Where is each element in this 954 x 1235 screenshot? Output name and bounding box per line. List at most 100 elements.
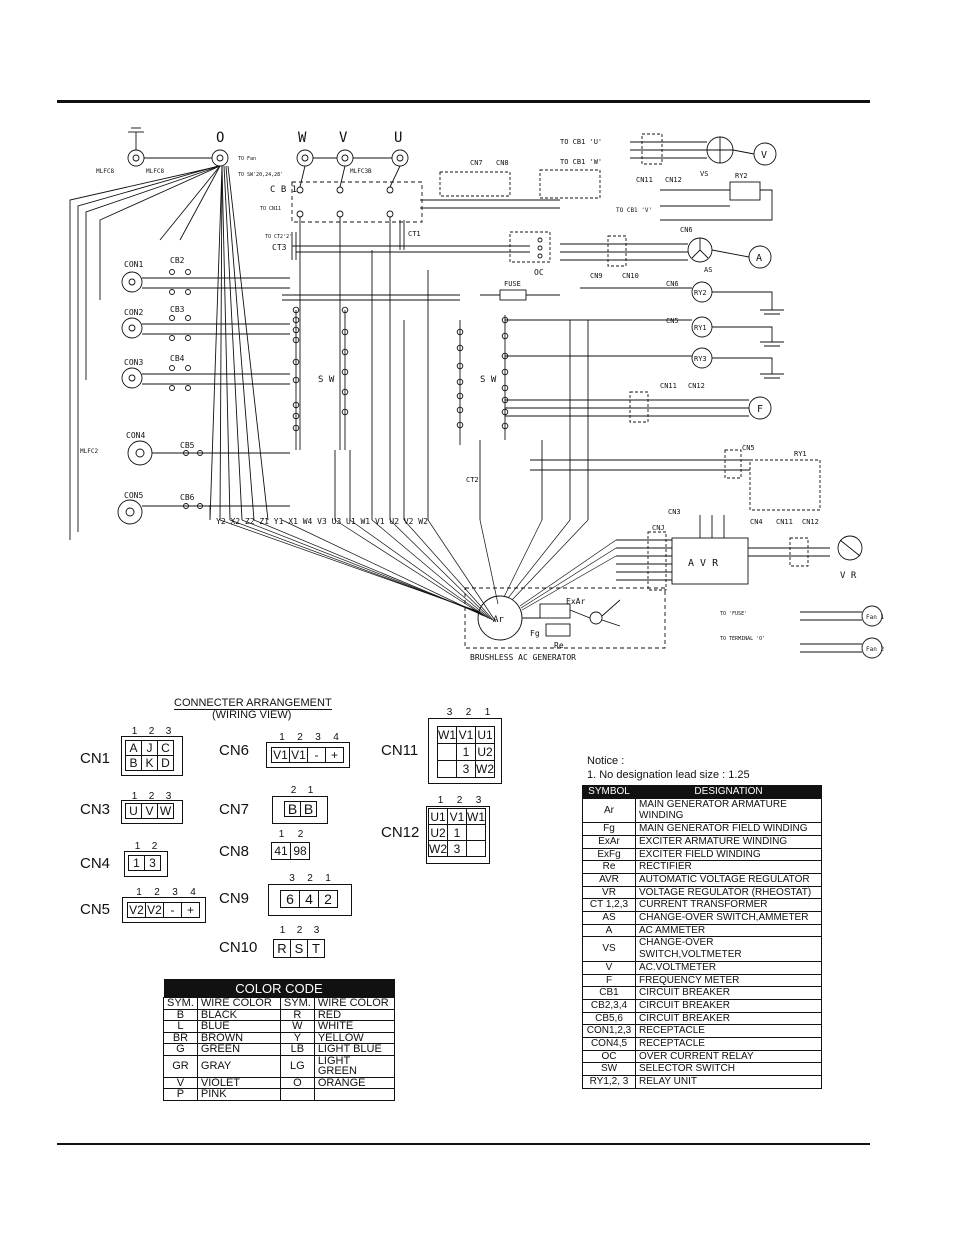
designation-header-designation: DESIGNATION — [635, 785, 822, 799]
cn4-cell: 1 — [128, 855, 145, 871]
label-cn10: CN10 — [622, 272, 639, 280]
cn7-housing — [272, 796, 328, 824]
cn11-name: CN11 — [381, 742, 419, 759]
cn10-cell: T — [307, 939, 325, 958]
top-rule — [57, 100, 870, 103]
cn9-housing — [268, 884, 352, 916]
designation-symbol: AVR — [582, 872, 636, 887]
designation-symbol: CB2,3,4 — [582, 998, 636, 1013]
cn1-name: CN1 — [80, 750, 111, 767]
designation-symbol: F — [582, 973, 636, 988]
cn6-cell: V1 — [271, 747, 290, 763]
designation-text: CIRCUIT BREAKER — [635, 1011, 822, 1026]
cn11-cell — [437, 743, 457, 761]
designation-text: AC.VOLTMETER — [635, 960, 822, 975]
terminal-u: U — [394, 130, 402, 146]
cn1-cell: C — [157, 740, 174, 756]
label-cnj: CNJ — [652, 524, 665, 532]
cn11-cell: U1 — [475, 726, 495, 744]
label-sw1: S W — [318, 375, 335, 385]
cn4-cell: 3 — [144, 855, 161, 871]
label-cn4: CN4 — [750, 518, 763, 526]
color-code-color: YELLOW — [313, 1031, 396, 1044]
designation-text: RELAY UNIT — [635, 1075, 822, 1089]
label-cb1: C B 1 — [270, 185, 297, 195]
label-cn12-mid: CN12 — [688, 382, 705, 390]
cn6-pin: 3 — [315, 732, 321, 743]
cn4-name: CN4 — [80, 855, 111, 872]
cn5-housing — [122, 897, 206, 923]
color-code-header: WIRE COLOR — [196, 997, 281, 1010]
color-code-sym: LG — [279, 1054, 315, 1078]
designation-text: CIRCUIT BREAKER — [635, 998, 822, 1013]
cn12-housing — [426, 806, 490, 864]
label-to-ct2: TO CT2'2' — [265, 234, 292, 240]
label-mlfc8b: MLFC8 — [146, 168, 164, 175]
designation-symbol: Ar — [582, 797, 636, 824]
color-code-sym: BR — [163, 1031, 198, 1044]
cn7-name: CN7 — [219, 801, 250, 818]
cn8-name: CN8 — [219, 843, 250, 860]
label-cn7: CN7 — [470, 159, 483, 167]
cn3-name: CN3 — [80, 801, 111, 818]
connector-arrangement-title: CONNECTER ARRANGEMENT — [174, 697, 332, 710]
cn9-cell: 4 — [299, 890, 319, 908]
designation-symbol: CT 1,2,3 — [582, 898, 636, 913]
label-to-cb1w: TO CB1 'W' — [560, 158, 602, 166]
designation-symbol: CB5,6 — [582, 1011, 636, 1026]
label-avr: A V R — [688, 558, 719, 569]
cn11-cell: W2 — [475, 760, 495, 778]
cn8-cell: 41 — [271, 842, 291, 860]
color-code-sym: G — [163, 1043, 198, 1056]
label-ct1: CT1 — [408, 230, 421, 238]
designation-text: RECEPTACLE — [635, 1037, 822, 1051]
designation-symbol: VS — [582, 936, 636, 962]
label-cn3: CN3 — [668, 508, 681, 516]
label-oc: OC — [534, 268, 544, 277]
cn5-pin: 2 — [154, 887, 160, 898]
cn12-name: CN12 — [381, 824, 420, 841]
designation-symbol: ExAr — [582, 834, 636, 849]
cn12-pin: 1 — [437, 795, 444, 806]
label-cn12-low: CN12 — [802, 518, 819, 526]
meter-f: F — [757, 404, 763, 415]
label-to-cb1v: TO CB1 'V' — [616, 207, 652, 214]
notice-line1: 1. No designation lead size : 1.25 — [587, 769, 750, 781]
designation-symbol: SW — [582, 1062, 636, 1077]
cn11-pin: 3 — [446, 707, 453, 718]
cn1-pin: 2 — [148, 726, 155, 737]
designation-text: RECTIFIER — [635, 860, 822, 874]
designation-symbol: Fg — [582, 822, 636, 836]
color-code-color: GREEN — [196, 1043, 281, 1056]
label-ry1: RY1 — [794, 450, 807, 458]
cn1-cell: D — [157, 755, 174, 771]
designation-text: CHANGE-OVER SWITCH,VOLTMETER — [635, 936, 822, 962]
label-mlfc3b: MLFC3B — [350, 168, 372, 175]
label-con5: CON5 — [124, 491, 143, 500]
color-code-header: WIRE COLOR — [313, 997, 396, 1010]
notice-title: Notice : — [587, 755, 625, 767]
label-con1: CON1 — [124, 260, 143, 269]
label-con4: CON4 — [126, 431, 145, 440]
label-cb5: CB5 — [180, 441, 195, 450]
designation-symbol: OC — [582, 1049, 636, 1064]
cn12-cell: 3 — [447, 840, 467, 857]
